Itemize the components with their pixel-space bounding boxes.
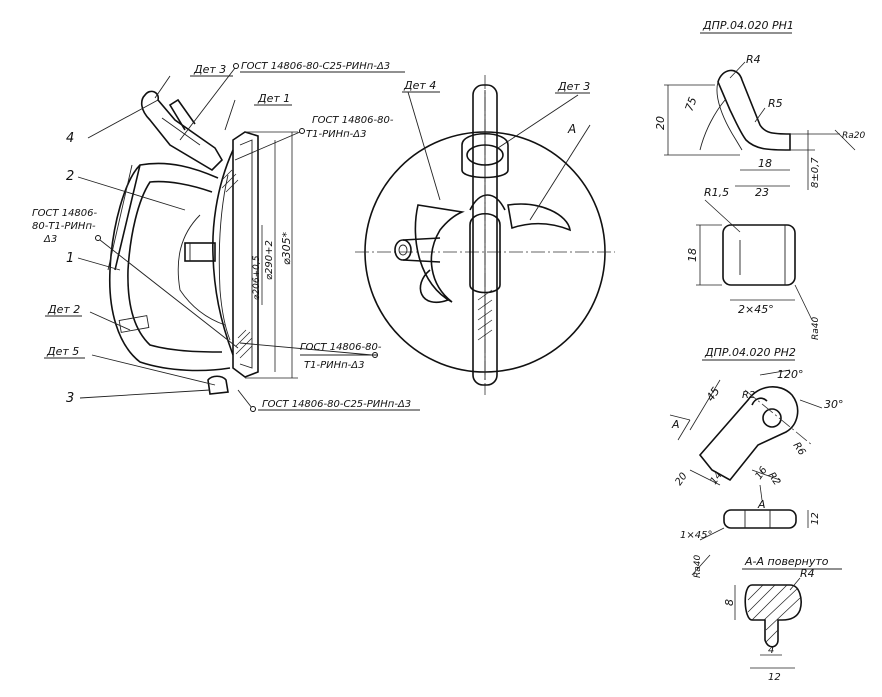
part1-hook	[717, 69, 791, 151]
shaft-stub	[394, 239, 412, 261]
gost-left-line1: ГОСТ 14806-	[32, 208, 98, 219]
spoke-arm	[472, 84, 498, 386]
part1-r5: R5	[768, 97, 783, 110]
gost-left-line3: Δ3	[43, 234, 57, 245]
part1-w18: 18	[758, 157, 772, 170]
part1-chamfer: 2×45°	[738, 303, 774, 316]
part2-r6: R6	[791, 440, 808, 457]
face-plate-inner	[218, 174, 231, 341]
part2-sec-a2: A	[757, 498, 766, 511]
part2-dim12: 12	[810, 512, 821, 525]
part2-angle30: 30°	[824, 398, 844, 411]
part2-rough: Ra40	[693, 555, 703, 578]
section-h8: 8	[723, 599, 736, 606]
det-3-side-label: Дет 3	[557, 80, 590, 93]
gost-left-line2: 80-Т1-РИНп-	[32, 221, 96, 232]
dim-outer: ⌀305*	[280, 231, 293, 265]
gost-mid-line1: ГОСТ 14806-80-	[300, 342, 382, 353]
side-view: Дет 4 Дет 3 A	[355, 75, 615, 395]
weld-hatch	[221, 169, 253, 359]
gost-bottom: ГОСТ 14806-80-С25-РИНп-Δ3	[262, 399, 411, 410]
part1-detail: ДПР.04.020 РН1 R4 R5 20 75 18 23 8±0,7 R…	[654, 19, 865, 340]
main-view: ⌀305* ⌀290+2 ⌀206+0,5 4 2 1 3	[32, 61, 420, 412]
callout-3: 3	[66, 391, 74, 406]
part2-a20: 20	[673, 471, 689, 488]
section-aa: А-А повернуто R4 8 12 4	[723, 555, 842, 683]
callout-1: 1	[66, 251, 74, 266]
part1-title: ДПР.04.020 РН1	[702, 19, 794, 32]
part1-h18: 18	[686, 248, 699, 262]
det-2-label: Дет 2	[47, 303, 80, 316]
det-4-label: Дет 4	[403, 79, 436, 92]
dim-inner: ⌀290+2	[264, 240, 275, 280]
part2-lever	[698, 386, 799, 482]
part2-chamfer: 1×45°	[680, 530, 712, 541]
gost-top: ГОСТ 14806-80-С25-РИНп-Δ3	[241, 61, 390, 72]
callout-4: 4	[66, 131, 74, 146]
wheel-rim-inner	[239, 139, 253, 369]
dim-small: ⌀206+0,5	[252, 255, 262, 300]
section-w4: 4	[768, 645, 774, 656]
part1-w23: 23	[755, 186, 769, 199]
section-r4: R4	[800, 567, 815, 580]
part1-angle75: 75	[683, 95, 700, 113]
det-5-label: Дет 5	[46, 345, 79, 358]
shaft	[184, 242, 216, 262]
part1-tol: 8±0,7	[810, 157, 821, 188]
gost-mid-line2: Т1-РИНп-Δ3	[304, 360, 364, 371]
part2-r2: R2	[742, 390, 755, 401]
section-mark: A	[567, 122, 576, 136]
wheel-rim-outline	[232, 131, 259, 378]
part1-rough: Ra20	[842, 131, 865, 141]
gost-t1-line2: Т1-РИНп-Δ3	[306, 129, 366, 140]
part2-detail: ДПР.04.020 РН2 120° 30° 45 R2 R6 R2 20 1…	[669, 346, 844, 578]
part2-title: ДПР.04.020 РН2	[704, 346, 796, 359]
part1-rough2: Ra40	[811, 317, 821, 340]
callout-2: 2	[66, 169, 74, 184]
gost-t1-line1: ГОСТ 14806-80-	[312, 115, 394, 126]
part2-l45: 45	[704, 385, 723, 404]
part1-h20: 20	[654, 116, 667, 130]
part2-sec-a: A	[671, 418, 680, 431]
handle-frame	[108, 162, 231, 372]
part1-r15: R1,5	[704, 186, 729, 199]
part2-angle120: 120°	[777, 368, 804, 381]
part1-r4: R4	[746, 53, 761, 66]
part1-pin	[722, 224, 796, 286]
section-w12: 12	[768, 672, 781, 683]
det-1-label: Дет 1	[257, 92, 290, 105]
part2-pin	[723, 509, 797, 529]
part2-w14: 14	[708, 470, 724, 487]
det-3-label: Дет 3	[193, 63, 226, 76]
lever-top	[140, 90, 224, 172]
handle-frame-inner	[127, 180, 223, 353]
section-title: А-А повернуто	[744, 555, 829, 568]
